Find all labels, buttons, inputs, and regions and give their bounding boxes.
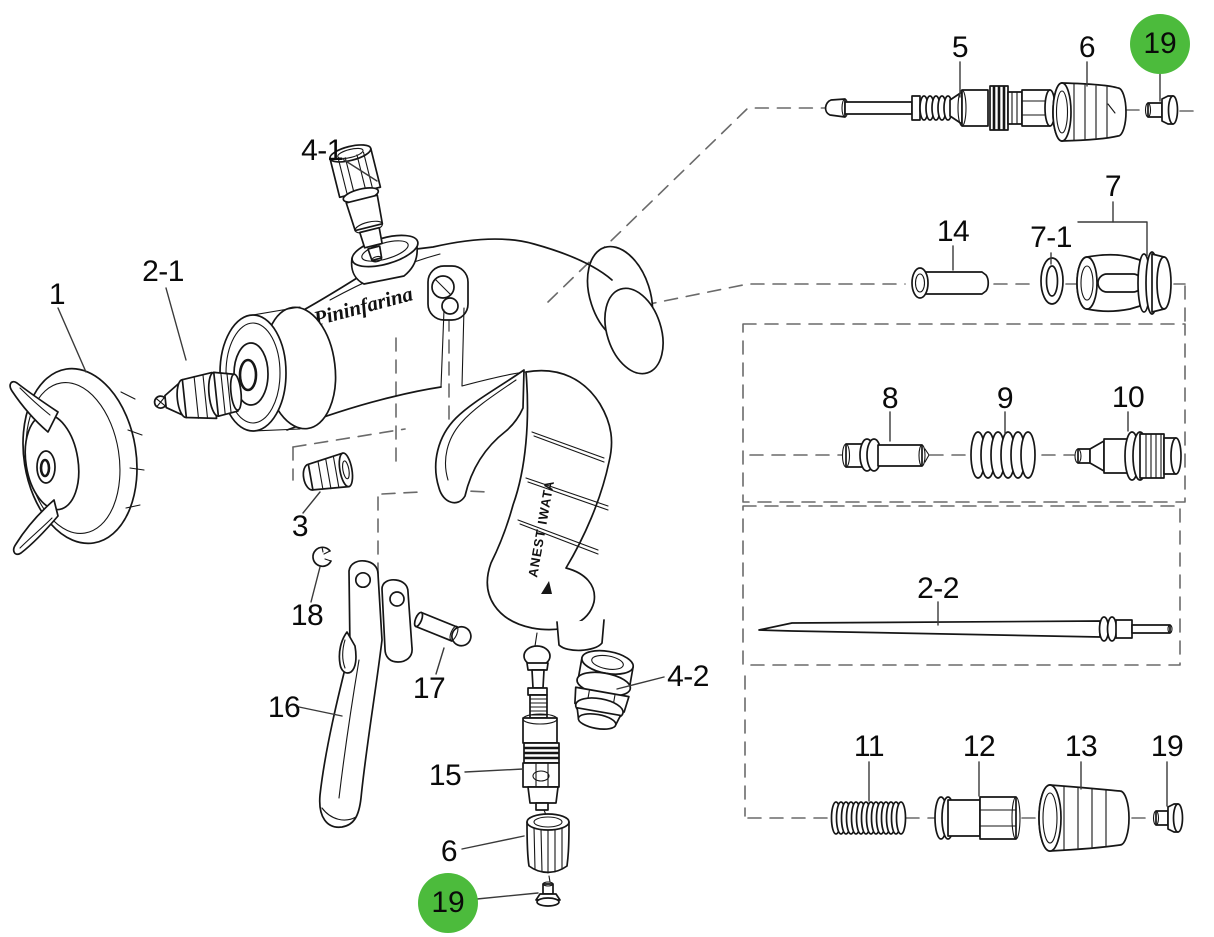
part-17-pin: [413, 611, 472, 647]
part-4-2-fitting: [574, 649, 635, 730]
barrel-brand-script: Pininfarina: [310, 281, 415, 331]
spray-gun-body: ANEST IWATA Pininfarina: [219, 234, 664, 652]
part-label-14: 14: [936, 215, 970, 248]
part-label-15: 15: [428, 759, 462, 792]
part-2-2-needle: [758, 616, 1173, 642]
part-7-air-valve: [1076, 251, 1172, 315]
part-label-13: 13: [1064, 730, 1098, 763]
part-13-knob: [1038, 784, 1130, 852]
part-label-2-1: 2-1: [142, 255, 184, 288]
part-label-7-1: 7-1: [1030, 221, 1072, 254]
part-label-1: 1: [48, 278, 66, 311]
air-port: [350, 234, 419, 285]
part-5-needle-set: [824, 85, 1056, 131]
part-12-fitting: [934, 796, 1021, 840]
part-label-8: 8: [881, 382, 899, 415]
part-19-screw-box: [1152, 803, 1184, 833]
leader-lines: [57, 61, 1168, 900]
part-label-5: 5: [951, 31, 969, 64]
part-label-9: 9: [996, 382, 1014, 415]
part-4-1-air-fitting: [329, 144, 384, 263]
part-1-air-cap: [9, 367, 145, 556]
part-9-spring: [970, 431, 1036, 479]
part-label-18: 18: [290, 599, 324, 632]
part-7-1-o-ring: [1040, 257, 1064, 305]
part-label-11: 11: [853, 730, 885, 763]
part-19-screw-top: [1144, 95, 1179, 125]
part-18-e-clip: [312, 546, 332, 568]
part-label-19-bottom-highlighted: 19: [418, 873, 478, 933]
part-label-2-2: 2-2: [917, 572, 959, 605]
part-label-10: 10: [1111, 381, 1145, 414]
part-label-6-top: 6: [1078, 31, 1096, 64]
part-14-pin: [911, 267, 990, 299]
part-label-19-top-highlighted: 19: [1130, 14, 1190, 74]
part-8-valve-stem: [841, 438, 930, 472]
part-2-1-fluid-nozzle: [153, 371, 243, 420]
part-11-spring: [830, 801, 907, 835]
part-label-6-bottom: 6: [440, 835, 458, 868]
part-label-4-1: 4-1: [301, 134, 343, 167]
part-10-valve-seat: [1074, 431, 1182, 481]
part-label-3: 3: [291, 510, 309, 543]
part-label-16: 16: [267, 691, 301, 724]
part-label-7: 7: [1104, 170, 1122, 203]
part-label-17: 17: [412, 672, 446, 705]
part-label-4-2: 4-2: [667, 660, 709, 693]
part-3-bushing: [302, 452, 354, 491]
part-16-trigger: [318, 559, 413, 828]
part-label-19-box: 19: [1150, 730, 1184, 763]
part-6-knob-top: [1052, 82, 1127, 142]
part-19-screw-bottom: [535, 881, 561, 907]
part-6-knob-bottom: [526, 813, 570, 883]
part-15-air-adjust-valve: [522, 645, 560, 816]
part-label-12: 12: [962, 730, 996, 763]
